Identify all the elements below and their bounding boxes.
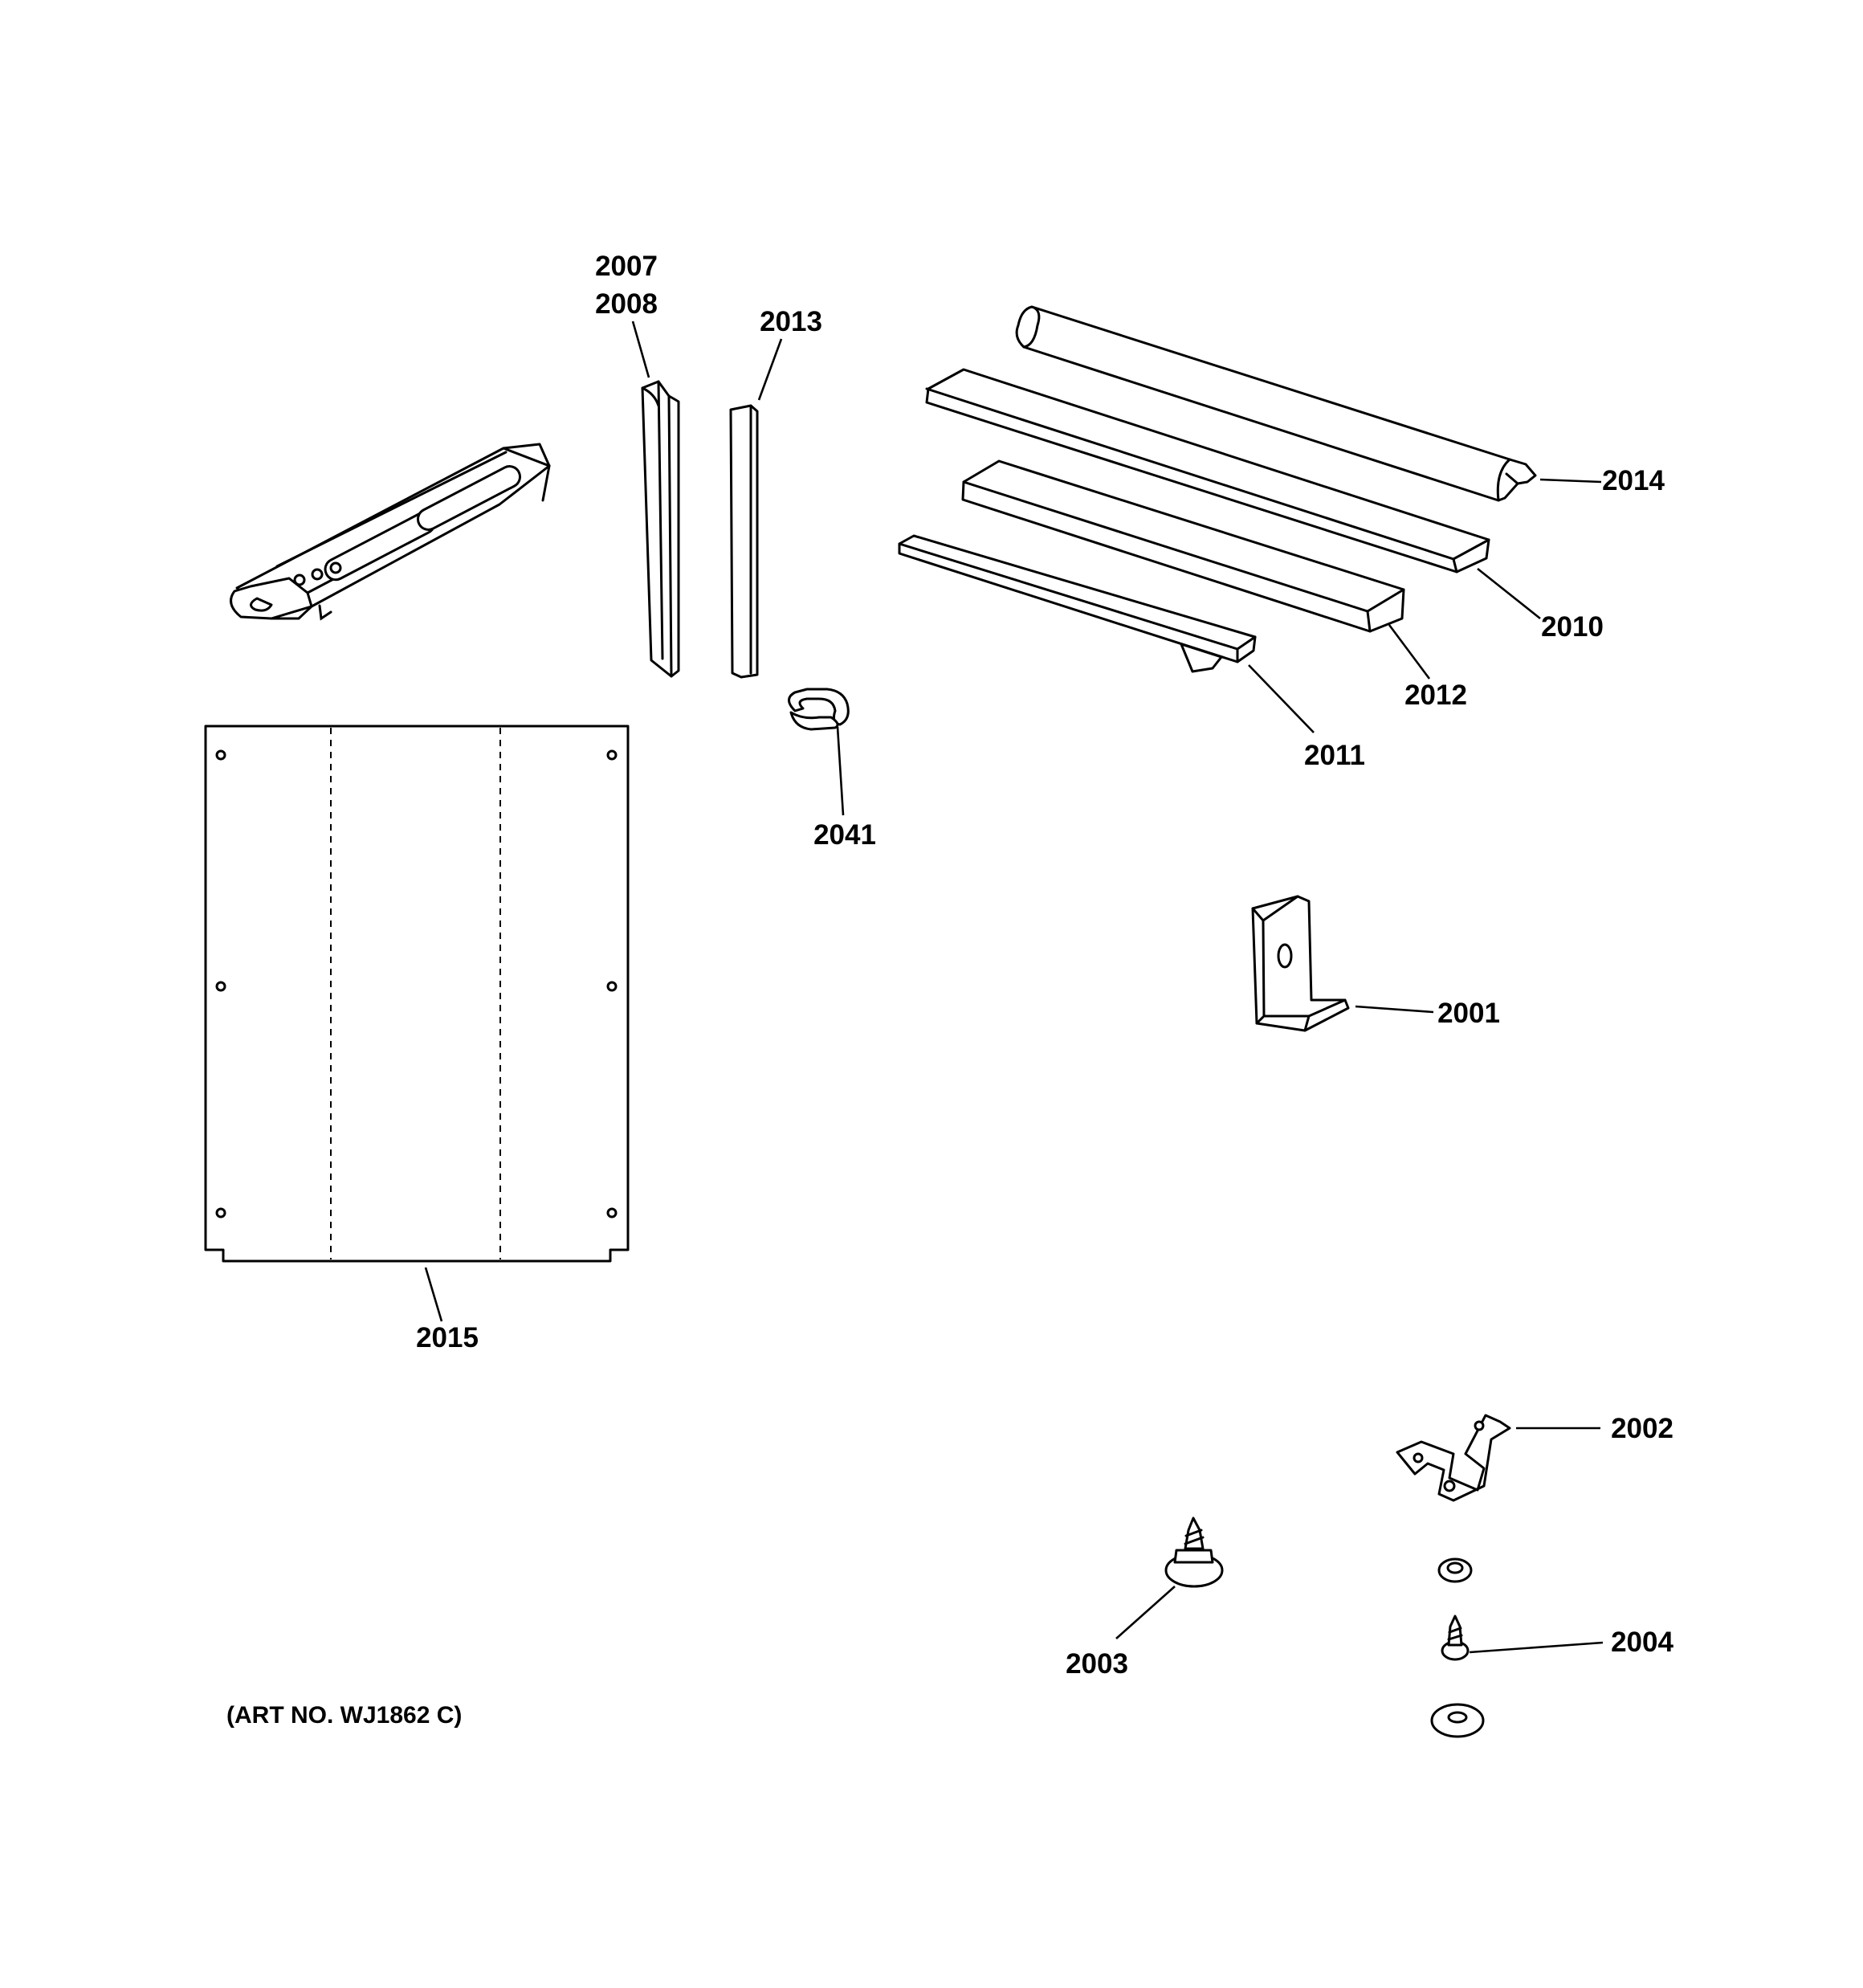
- callout-2013: 2013: [760, 306, 822, 337]
- strip-part-2010: [925, 368, 1490, 574]
- screw-part-2004: [1441, 1614, 1470, 1661]
- callout-2007: 2007: [595, 251, 658, 282]
- angle-bracket-part-2001: [1251, 895, 1350, 1032]
- callout-2015: 2015: [416, 1322, 479, 1353]
- leader-lines: [424, 320, 1604, 1654]
- callout-2014: 2014: [1602, 465, 1665, 496]
- clip-part-2041: [788, 688, 850, 731]
- small-washer: [1437, 1557, 1473, 1583]
- tube-part-2014: [1015, 305, 1537, 502]
- block-part-2012: [961, 459, 1405, 633]
- screw-part-2003: [1164, 1517, 1224, 1588]
- strip-part-2011: [898, 534, 1257, 673]
- channel-part-2007-2008: [641, 380, 680, 678]
- callout-2008: 2008: [595, 288, 658, 320]
- callout-2004: 2004: [1611, 1627, 1673, 1658]
- strap-bracket-part-2002: [1396, 1414, 1511, 1502]
- callout-2011: 2011: [1304, 740, 1365, 771]
- art-number: (ART NO. WJ1862 C): [226, 1702, 462, 1729]
- strip-part-2013: [729, 404, 759, 679]
- panel-part-2015: [204, 725, 630, 1263]
- callout-2003: 2003: [1066, 1648, 1128, 1680]
- callout-2001: 2001: [1437, 998, 1500, 1029]
- large-washer: [1430, 1703, 1485, 1738]
- callout-2012: 2012: [1404, 680, 1467, 711]
- callout-2002: 2002: [1611, 1413, 1673, 1444]
- callout-2041: 2041: [813, 819, 876, 851]
- side-support-bracket: [230, 443, 551, 621]
- callout-2010: 2010: [1541, 611, 1604, 643]
